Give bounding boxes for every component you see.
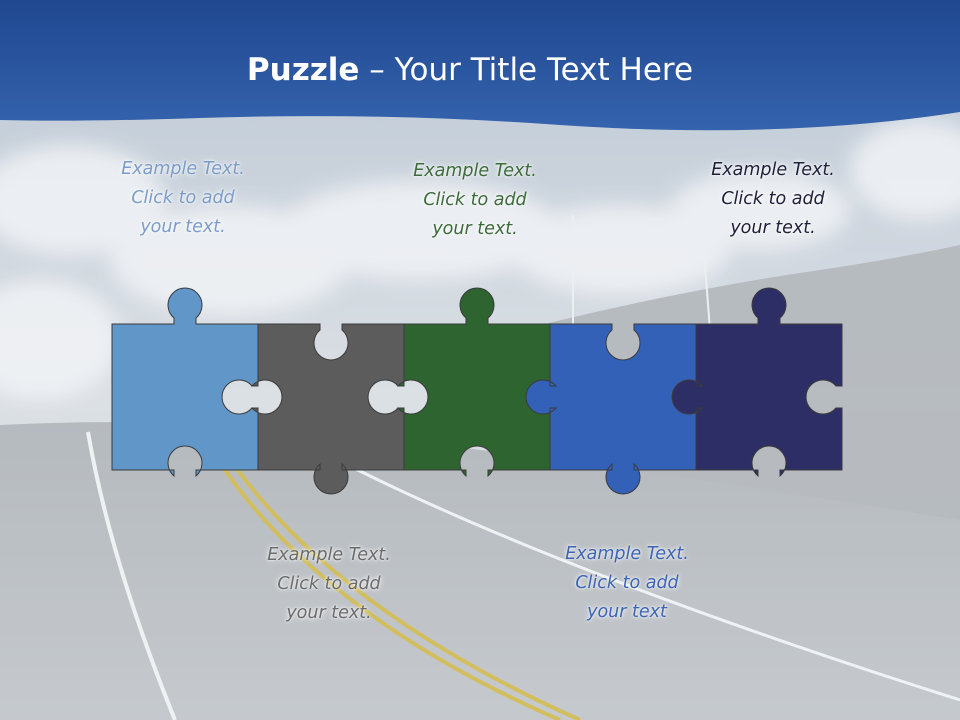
caption-line: Example Text.: [413, 161, 537, 181]
caption-line: Example Text.: [711, 160, 835, 180]
caption-line: Example Text.: [267, 545, 391, 565]
header-band: [0, 0, 960, 131]
road-centerline-1: [223, 468, 561, 720]
title-bold-word: Puzzle: [246, 52, 360, 88]
caption-piece-3[interactable]: Example Text. Click to add your text.: [375, 157, 575, 244]
caption-line: Click to add: [423, 190, 527, 210]
caption-line: Example Text.: [121, 159, 245, 179]
puzzle-piece-1[interactable]: [111, 287, 259, 478]
title-text: – Your Title Text Here: [359, 52, 694, 88]
caption-line: your text.: [730, 218, 816, 238]
caption-line: Click to add: [277, 574, 381, 594]
road-edge-right: [299, 438, 960, 702]
clouds: [0, 120, 960, 400]
caption-piece-1[interactable]: Example Text. Click to add your text.: [83, 155, 283, 242]
caption-line: Click to add: [721, 189, 825, 209]
caption-line: your text: [587, 602, 667, 622]
caption-piece-4[interactable]: Example Text. Click to add your text: [527, 540, 727, 627]
road-centerline-2: [234, 466, 581, 720]
pole-2: [702, 239, 711, 331]
road-surface: [0, 422, 960, 720]
road-edge-left: [86, 431, 177, 720]
puzzle-piece-2[interactable]: [250, 323, 405, 495]
caption-line: Example Text.: [565, 544, 689, 564]
caption-line: your text.: [286, 603, 372, 623]
caption-piece-5[interactable]: Example Text. Click to add your text.: [673, 156, 873, 243]
slide-title[interactable]: Puzzle – Your Title Text Here: [0, 50, 940, 90]
caption-line: your text.: [432, 219, 518, 239]
caption-piece-2[interactable]: Example Text. Click to add your text.: [229, 541, 429, 628]
puzzle-piece-5[interactable]: [671, 287, 843, 478]
caption-line: Click to add: [575, 573, 679, 593]
caption-line: your text.: [140, 217, 226, 237]
caption-line: Click to add: [131, 188, 235, 208]
